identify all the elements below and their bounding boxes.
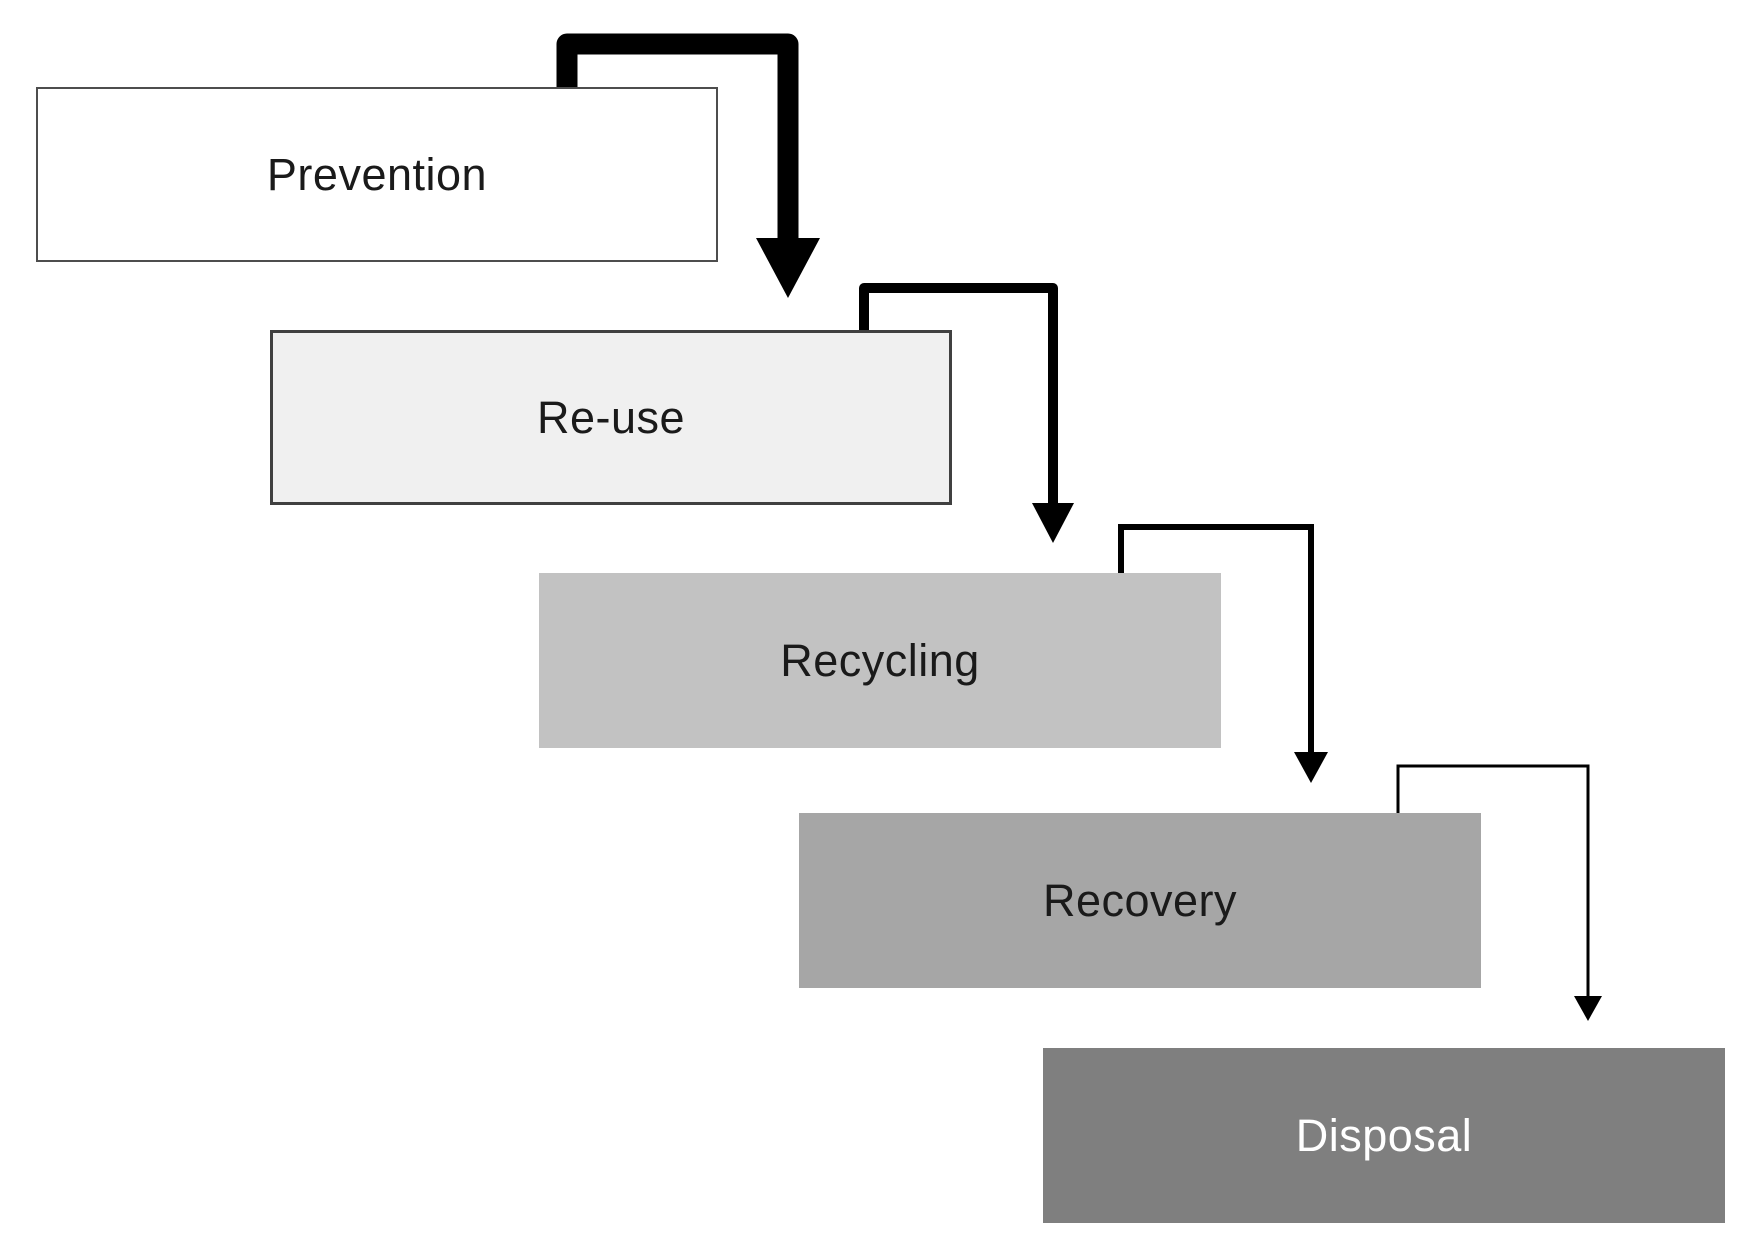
box-recovery-label: Recovery — [1042, 874, 1238, 926]
arrowhead-icon — [1032, 503, 1074, 543]
box-prevention-label: Prevention — [266, 148, 488, 200]
box-disposal: Disposal — [1043, 1048, 1725, 1223]
box-recycling: Recycling — [539, 573, 1221, 748]
box-reuse: Re-use — [270, 330, 952, 505]
box-disposal-label: Disposal — [1295, 1109, 1473, 1161]
arrowhead-icon — [1294, 752, 1328, 783]
box-prevention: Prevention — [36, 87, 718, 262]
arrowhead-icon — [1574, 996, 1602, 1021]
arrowhead-icon — [756, 238, 820, 298]
box-reuse-label: Re-use — [536, 391, 686, 443]
box-recovery: Recovery — [799, 813, 1481, 988]
box-recycling-label: Recycling — [780, 634, 980, 686]
